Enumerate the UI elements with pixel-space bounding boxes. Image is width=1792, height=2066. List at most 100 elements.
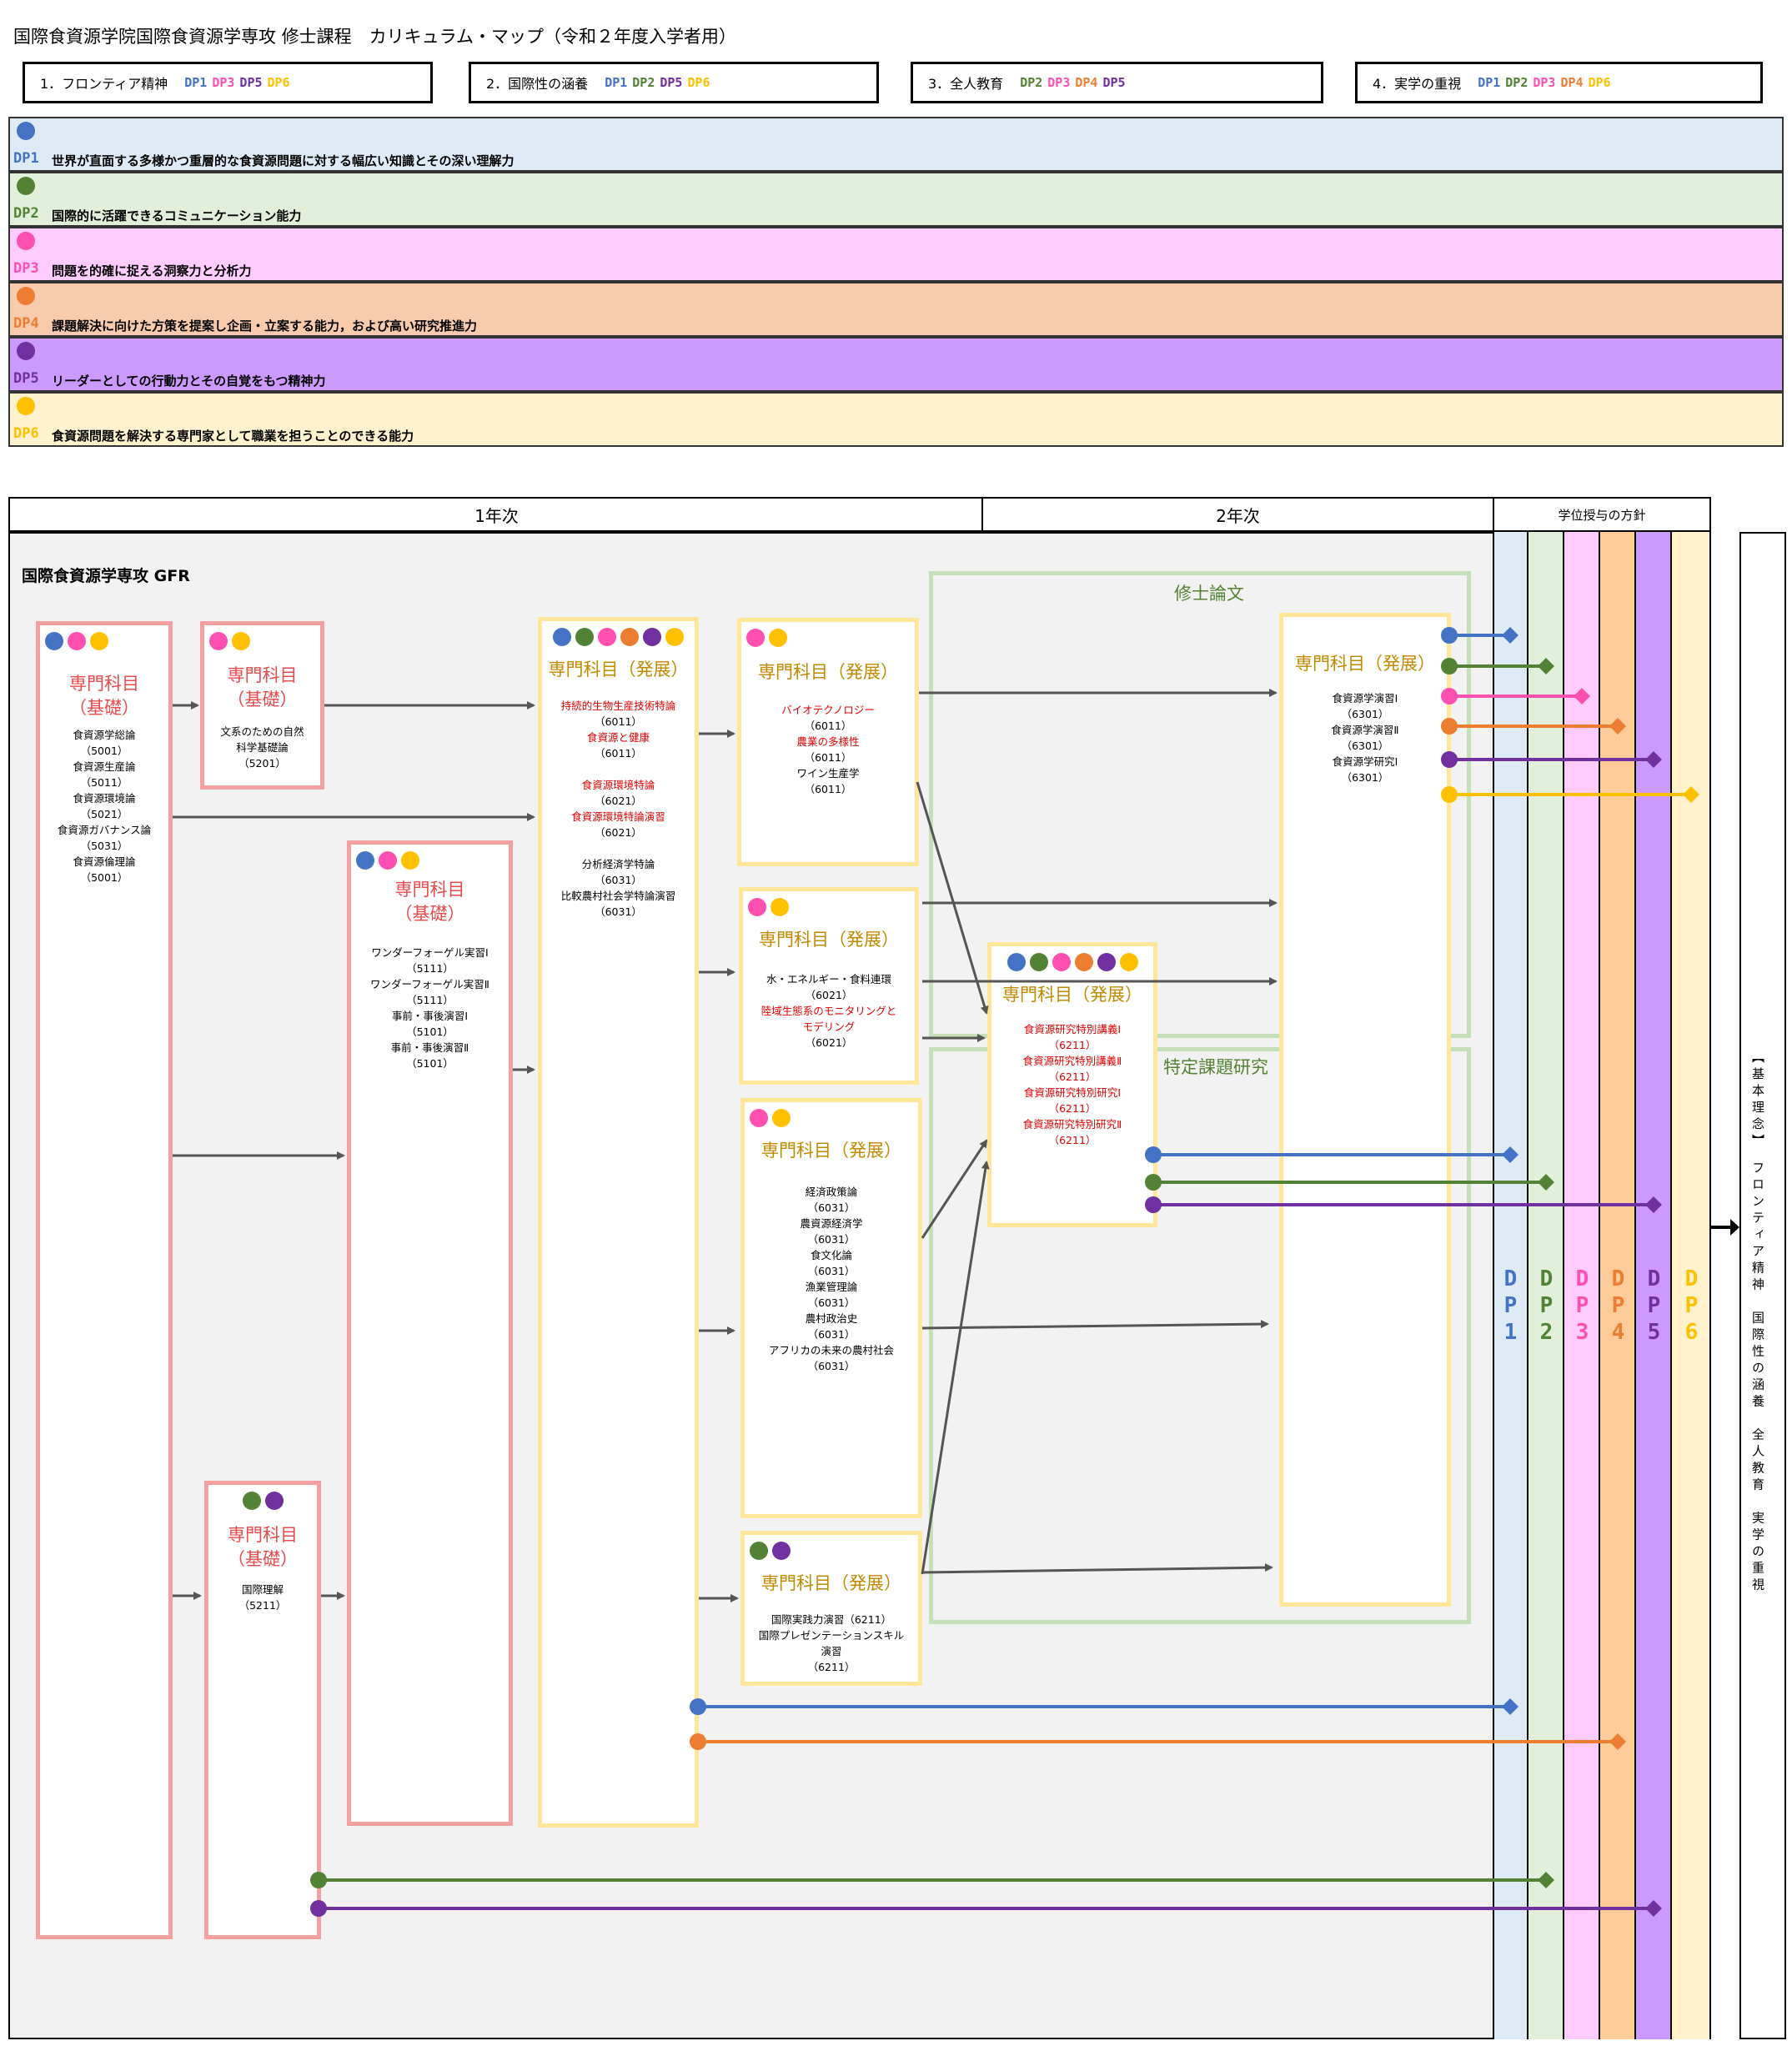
- dp-dot-icon: [379, 851, 397, 870]
- course-item: 食資源研究特別研究Ⅱ: [1022, 1118, 1122, 1131]
- dp-column-letter: 4: [1611, 1320, 1625, 1345]
- policy-dp-tag: DP1: [605, 75, 628, 90]
- project-region: [929, 1047, 1471, 1624]
- course-item: （6211）: [1048, 1102, 1097, 1115]
- course-item: 食文化論: [810, 1249, 852, 1261]
- course-item: 食資源生産論: [73, 760, 136, 773]
- course-heading: 専門科目（基礎）: [208, 1523, 317, 1572]
- dp-column-letter: D: [1684, 1266, 1699, 1291]
- course-item: （6021）: [805, 989, 853, 1001]
- course-item: （6011）: [595, 747, 642, 760]
- course-item: （6011）: [804, 751, 852, 764]
- year-1-header: 1年次: [8, 497, 983, 532]
- connector-start-dot: [1441, 718, 1458, 735]
- flow-arrow: [921, 1139, 988, 1239]
- connector-end-diamond: [1538, 658, 1554, 674]
- course-dp-dots: [748, 898, 789, 916]
- course-item: 持続的生物生産技術特論: [560, 700, 676, 712]
- course-item: （5021）: [80, 808, 128, 820]
- course-dp-dots: [209, 632, 250, 650]
- course-dp-dots: [45, 632, 108, 650]
- course-item: 食資源研究特別研究Ⅰ: [1023, 1086, 1122, 1099]
- course-heading-line: 専門科目（発展）: [761, 1573, 901, 1593]
- course-item: 食資源研究特別講義Ⅱ: [1022, 1055, 1122, 1067]
- course-heading-line: 専門科目（発展）: [548, 659, 689, 679]
- course-list: 経済政策論（6031）農資源経済学（6031）食文化論（6031）漁業管理論（6…: [745, 1184, 918, 1374]
- course-box-basic-fieldwork: 専門科目（基礎）ワンダーフォーゲル実習Ⅰ（5111）ワンダーフォーゲル実習Ⅱ（5…: [347, 840, 513, 1826]
- course-list: 国際理解（5211）: [208, 1582, 317, 1613]
- course-box-basic-science: 専門科目（基礎）文系のための自然科学基礎論（5201）: [200, 621, 324, 790]
- course-item: アフリカの未来の農村社会: [768, 1344, 894, 1356]
- dp-column-letter: 1: [1503, 1320, 1518, 1345]
- connector-end-diamond: [1538, 1872, 1554, 1888]
- dp-column-letter: 3: [1575, 1320, 1589, 1345]
- dp-dot-icon: [665, 628, 684, 646]
- dp-dot-icon: [1074, 953, 1093, 971]
- course-item: 経済政策論: [805, 1186, 858, 1198]
- course-box-advanced-2: 専門科目（発展）バイオテクノロジー（6011）農業の多様性（6011）ワイン生産…: [737, 618, 919, 866]
- flow-arrow: [921, 1320, 1269, 1330]
- dp-column-4: [1600, 532, 1636, 2039]
- dp-dot-icon: [750, 1542, 768, 1560]
- course-list: ワンダーフォーゲル実習Ⅰ（5111）ワンダーフォーゲル実習Ⅱ（5111）事前・事…: [351, 945, 509, 1071]
- course-dp-dots: [553, 628, 684, 646]
- course-item: 農業の多様性: [796, 735, 860, 748]
- connector-end-diamond: [1538, 1174, 1554, 1191]
- dp-dot-icon: [769, 629, 787, 647]
- dp-band-label: DP4: [13, 315, 39, 332]
- course-item: 国際理解: [241, 1583, 284, 1596]
- course-heading: 専門科目（発展）: [745, 1139, 918, 1163]
- course-item: （5101）: [406, 1025, 454, 1038]
- course-heading-line: 専門科目: [228, 1525, 298, 1545]
- course-item: 事前・事後演習Ⅱ: [390, 1041, 469, 1054]
- course-item: （5031）: [80, 840, 128, 852]
- connector-end-diamond: [1609, 1733, 1626, 1750]
- course-item: 農村政治史: [805, 1312, 858, 1325]
- connector-start-dot: [1441, 688, 1458, 705]
- dp-band-label: DP6: [13, 425, 39, 442]
- connector-end-diamond: [1645, 1196, 1662, 1213]
- connector-start-dot: [1145, 1174, 1162, 1191]
- course-dp-dots: [750, 1542, 791, 1560]
- dp-dot-icon: [209, 632, 228, 650]
- dp-dot-icon: [401, 851, 419, 870]
- dp-dot-icon: [1097, 953, 1116, 971]
- dp-dot-icon: [45, 632, 63, 650]
- dp-band-text: 世界が直面する多様かつ重層的な食資源問題に対する幅広い知識とその深い理解力: [52, 153, 515, 168]
- policy-dp-tag: DP1: [184, 75, 208, 90]
- course-item: （6011）: [595, 715, 642, 728]
- course-heading: 専門科目（発展）: [741, 660, 915, 684]
- dp-dot-icon: [232, 632, 250, 650]
- flow-arrow: [916, 781, 989, 1015]
- course-box-basic-core: 専門科目（基礎）食資源学総論（5001）食資源生産論（5011）食資源環境論（5…: [36, 621, 173, 1939]
- course-item: （6211）: [807, 1661, 856, 1673]
- dp-dot-icon: [748, 898, 766, 916]
- connector-end-diamond: [1502, 1146, 1518, 1163]
- dp-column-letter: P: [1611, 1293, 1625, 1318]
- course-item: 国際実践力演習（6211）: [771, 1613, 892, 1626]
- course-list: 文系のための自然科学基礎論（5201）: [204, 724, 320, 771]
- course-item: （5011）: [80, 776, 128, 789]
- course-item: 農資源経済学: [800, 1217, 863, 1230]
- policy-dp-tag: DP1: [1478, 75, 1501, 90]
- course-item: （6211）: [1048, 1039, 1097, 1051]
- course-item: （6031）: [595, 874, 642, 886]
- course-item: （5201）: [238, 757, 286, 770]
- policy-dp-tag: DP5: [239, 75, 263, 90]
- flow-arrow: [921, 1563, 1273, 1574]
- course-heading: 専門科目（基礎）: [40, 672, 168, 720]
- course-item: （6031）: [807, 1201, 856, 1214]
- thesis-label: 修士論文: [1174, 584, 1244, 604]
- course-heading-line: 専門科目（発展）: [758, 662, 898, 682]
- dp-column-letter: P: [1684, 1293, 1699, 1318]
- course-heading: 専門科目（発展）: [991, 983, 1153, 1007]
- dp-dot-icon: [17, 232, 35, 250]
- dp-dot-icon: [1052, 953, 1071, 971]
- course-item: （6011）: [804, 783, 852, 795]
- course-item: 食資源環境特論: [581, 779, 655, 791]
